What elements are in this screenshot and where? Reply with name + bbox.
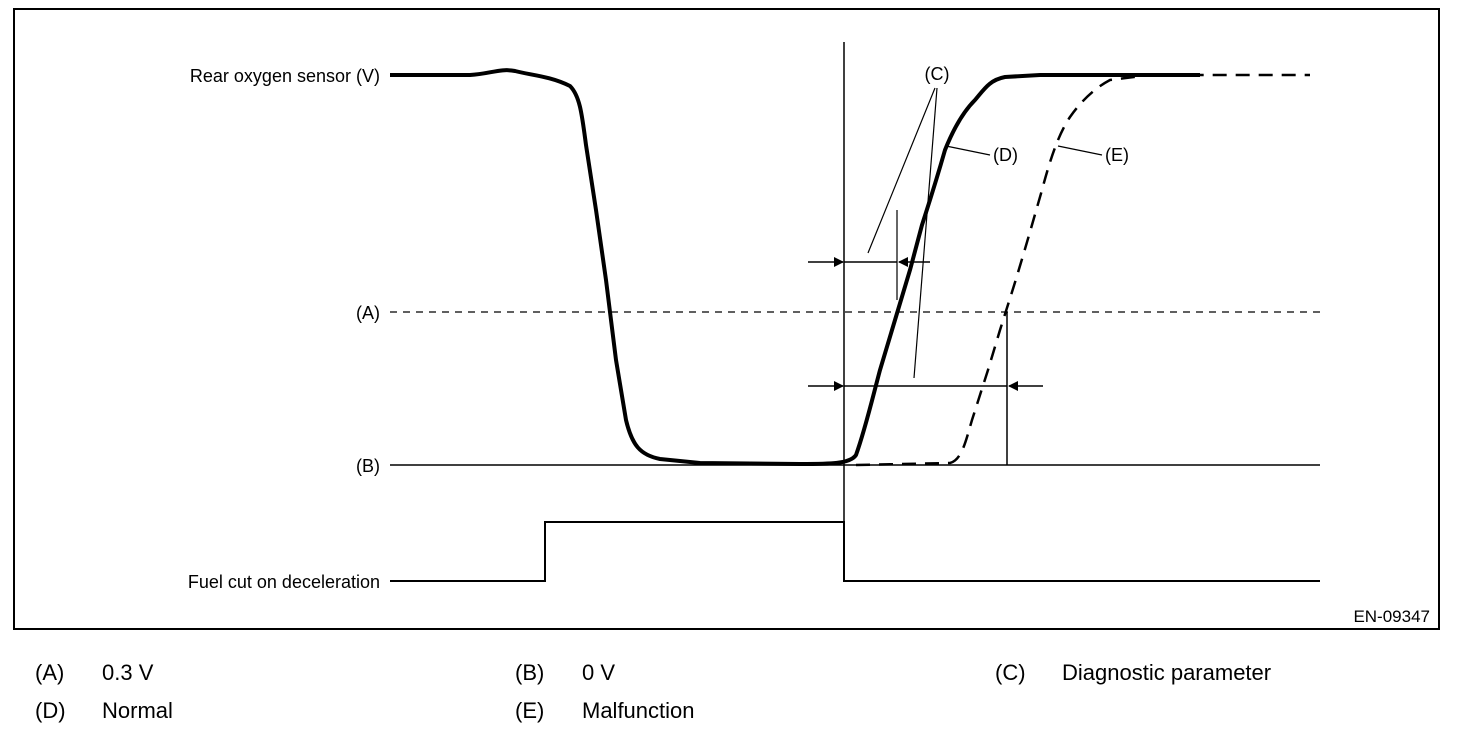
legend-value: 0 V (582, 660, 616, 685)
callout-c-leader-2 (913, 87, 938, 379)
legend-value: Normal (102, 698, 173, 723)
legend-value: Malfunction (582, 698, 695, 723)
legend-key: (C) (995, 660, 1026, 685)
callout-d-leader (945, 145, 991, 156)
level-b-label: (B) (356, 456, 380, 476)
callout-e-label: (E) (1105, 145, 1129, 165)
legend-key: (A) (35, 660, 65, 685)
legend-key: (D) (35, 698, 66, 723)
legend-value: 0.3 V (102, 660, 154, 685)
fuel-cut-label: Fuel cut on deceleration (188, 572, 380, 592)
callout-d-label: (D) (993, 145, 1018, 165)
callout-c-leader-1 (867, 87, 936, 254)
normal-curve (390, 68, 1200, 467)
callout-c-label: (C) (925, 64, 950, 84)
legend-key: (B) (515, 660, 545, 685)
legend-key: (E) (515, 698, 545, 723)
figure-id: EN-09347 (1353, 607, 1430, 626)
level-a-label: (A) (356, 303, 380, 323)
rear-sensor-label: Rear oxygen sensor (V) (190, 66, 380, 86)
diagram-frame (13, 8, 1440, 630)
fuel-cut-signal (390, 521, 1320, 582)
malfunction-curve (855, 73, 1310, 467)
callout-e-leader (1057, 145, 1103, 156)
legend-value: Diagnostic parameter (1062, 660, 1272, 685)
